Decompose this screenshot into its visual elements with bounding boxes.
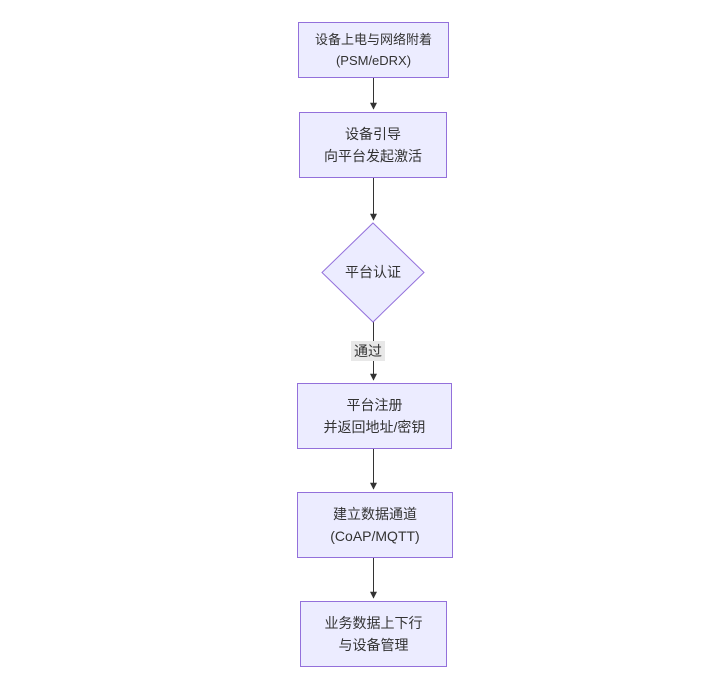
node-power-attach: 设备上电与网络附着 (PSM/eDRX) [298, 22, 449, 78]
node-register-line1: 平台注册 [346, 397, 403, 413]
node-channel-line2: (CoAP/MQTT) [330, 528, 420, 544]
node-business-line2: 与设备管理 [338, 637, 409, 653]
node-bootstrap: 设备引导 向平台发起激活 [299, 112, 447, 178]
node-power-attach-line2: (PSM/eDRX) [335, 53, 412, 68]
node-channel-line1: 建立数据通道 [333, 506, 417, 522]
node-power-attach-line1: 设备上电与网络附着 [314, 32, 432, 47]
node-register: 平台注册 并返回地址/密钥 [297, 383, 452, 449]
node-register-line2: 并返回地址/密钥 [323, 419, 426, 435]
node-bootstrap-line2: 向平台发起激活 [324, 148, 422, 164]
node-channel: 建立数据通道 (CoAP/MQTT) [297, 492, 453, 558]
node-business: 业务数据上下行 与设备管理 [300, 601, 447, 667]
decision-diamond-auth-border [321, 222, 425, 323]
node-bootstrap-line1: 设备引导 [345, 126, 401, 142]
node-business-line1: 业务数据上下行 [324, 615, 423, 631]
edge-label-pass: 通过 [351, 341, 385, 361]
node-auth-text: 平台认证 [345, 264, 401, 280]
node-auth-label: 平台认证 [323, 252, 423, 292]
